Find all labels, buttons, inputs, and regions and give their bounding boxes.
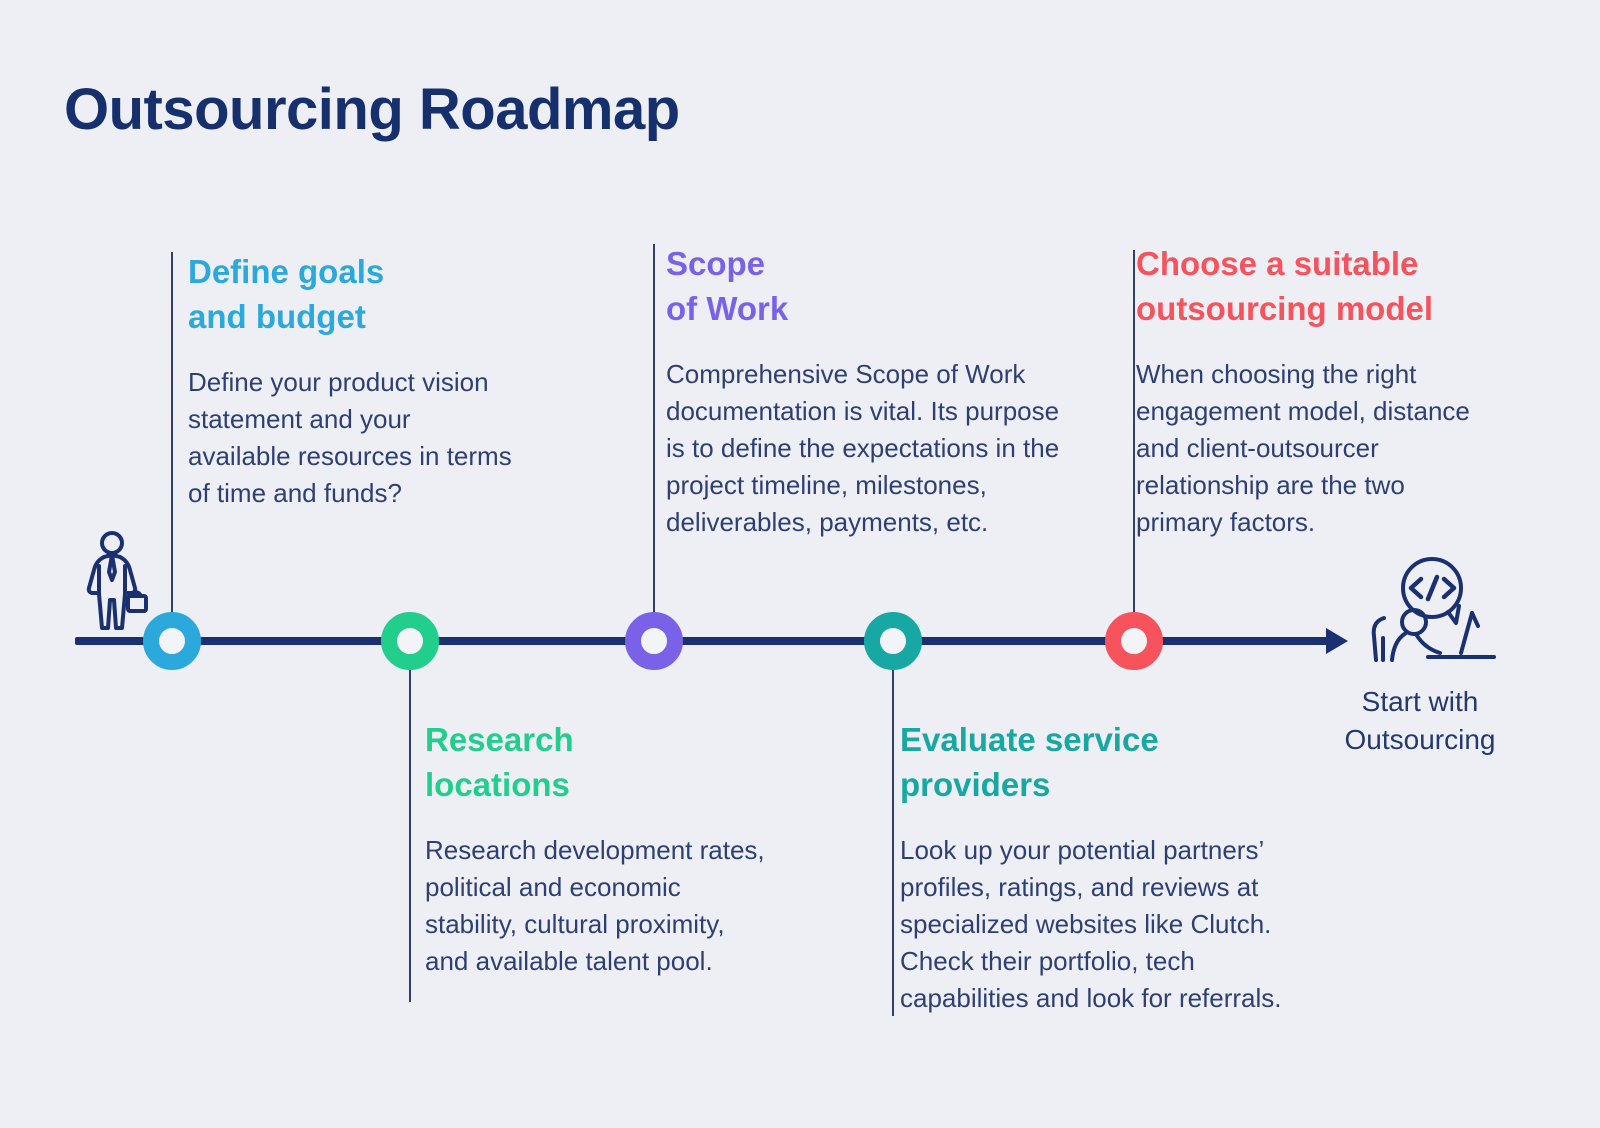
milestone-description: Research development rates, political an… [425,834,765,977]
milestone-title: Define goals and budget [188,253,385,335]
connector-line [892,668,894,1016]
milestone-dot-outsourcing-model [1105,612,1163,670]
milestone-description: Define your product vision statement and… [188,366,512,509]
milestone-description: Look up your potential partners’ profile… [900,834,1282,1014]
code-icon [1408,574,1457,602]
milestone-evaluate-providers: Evaluate service providers Look up your … [900,718,1320,1018]
milestone-title: Choose a suitable outsourcing model [1136,245,1433,327]
milestone-scope-of-work: Scope of Work Comprehensive Scope of Wor… [666,242,1116,542]
milestone-dot-scope-of-work [625,612,683,670]
connector-line [171,252,173,614]
timeline-arrowhead-icon [1326,628,1348,654]
businessman-icon [72,530,168,634]
milestone-dot-evaluate-providers [864,612,922,670]
connector-line [1133,250,1135,614]
milestone-description: When choosing the right engagement model… [1136,358,1470,538]
timeline-line [75,637,1330,645]
milestone-title: Research locations [425,721,574,803]
milestone-title: Scope of Work [666,245,789,327]
connector-line [653,244,655,614]
milestone-define-goals: Define goals and budget Define your prod… [188,250,548,512]
endpoint-label: Start with Outsourcing [1344,686,1496,755]
page-title: Outsourcing Roadmap [64,77,680,142]
milestone-dot-define-goals [143,612,201,670]
milestone-outsourcing-model: Choose a suitable outsourcing model When… [1136,242,1526,542]
connector-line [409,668,411,1002]
milestone-description: Comprehensive Scope of Work documentatio… [666,358,1060,538]
developer-with-laptop-icon [1358,556,1510,666]
milestone-dot-research-locations [381,612,439,670]
milestone-research-locations: Research locations Research development … [425,718,805,980]
milestone-title: Evaluate service providers [900,721,1159,803]
